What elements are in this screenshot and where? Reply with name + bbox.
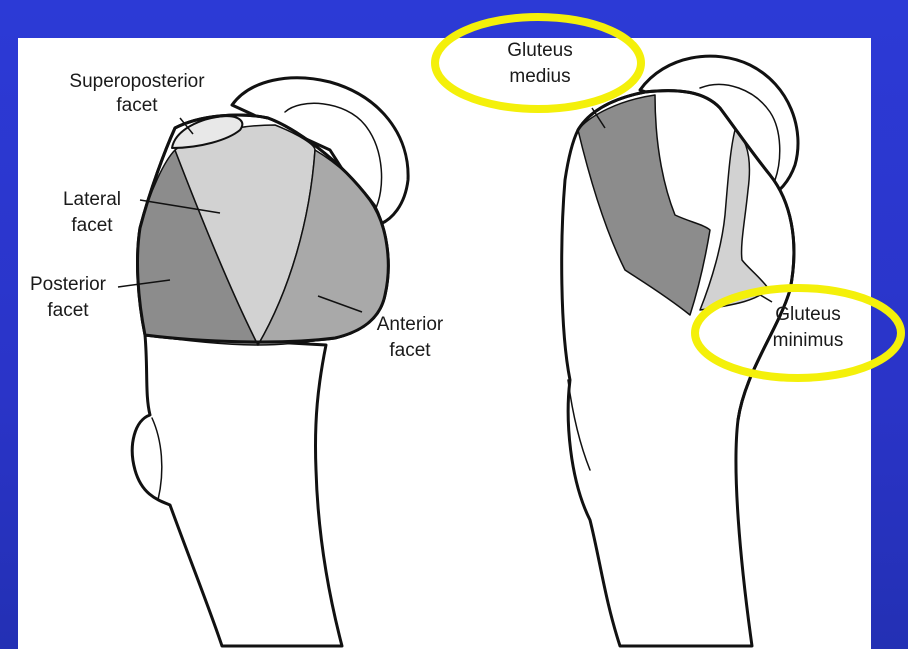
label-superoposterior-line2: facet (116, 95, 158, 116)
label-anterior-line1: Anterior (377, 314, 444, 335)
label-posterior-line2: facet (47, 300, 89, 321)
label-gluteus-medius-line2: medius (509, 66, 570, 87)
label-gluteus-minimus-line1: Gluteus (775, 304, 840, 325)
label-posterior-line1: Posterior (30, 274, 107, 295)
label-lateral-line1: Lateral (63, 189, 121, 210)
label-superoposterior-line1: Superoposterior (69, 71, 205, 92)
label-lateral-line2: facet (71, 215, 113, 236)
label-gluteus-minimus-line2: minimus (773, 330, 844, 351)
label-anterior-line2: facet (389, 340, 431, 361)
label-gluteus-medius-line1: Gluteus (507, 40, 572, 61)
